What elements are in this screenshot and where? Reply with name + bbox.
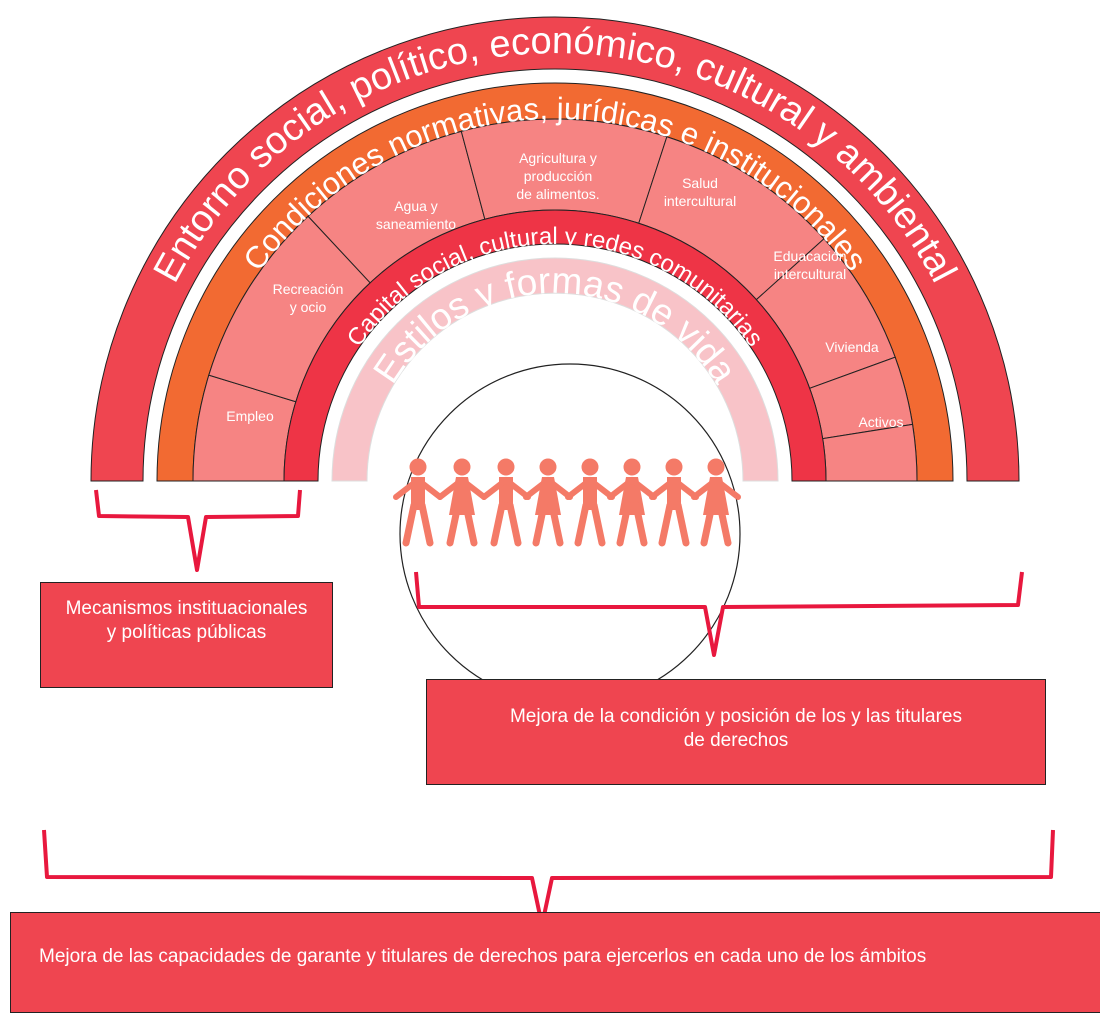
sector-label-8: Activos (858, 414, 903, 430)
person-figure (691, 458, 741, 547)
box-mejora-capacidades: Mejora de las capacidades de garante y t… (10, 912, 1100, 1013)
person-figure (393, 458, 443, 547)
box-mecanismos-institucionales: Mecanismos instituacionales y políticas … (40, 582, 333, 688)
people-chain (393, 458, 741, 547)
box-mejora-condicion: Mejora de la condición y posición de los… (426, 679, 1046, 785)
bracket-mecanismos (94, 489, 302, 572)
person-figure (481, 458, 531, 547)
person-figure (607, 458, 657, 547)
mejora-condicion-label: Mejora de la condición y posición de los… (509, 706, 962, 751)
person-figure (565, 458, 615, 547)
ring-entorno (90, 16, 1020, 482)
person-figure (437, 458, 487, 547)
mejora-capacidades-label: Mejora de las capacidades de garante y t… (39, 945, 927, 967)
bracket-mejora-capacidades (42, 829, 1055, 927)
person-figure (523, 458, 573, 547)
person-figure (649, 458, 699, 547)
mecanismos-label: Mecanismos instituacionales y políticas … (65, 598, 308, 643)
bracket-mejora-condicion (414, 571, 1024, 657)
sector-label-1: Empleo (226, 408, 274, 424)
sector-label-7: Vivienda (825, 339, 879, 355)
ring-estilos (331, 257, 779, 482)
ring-capital (283, 209, 827, 482)
